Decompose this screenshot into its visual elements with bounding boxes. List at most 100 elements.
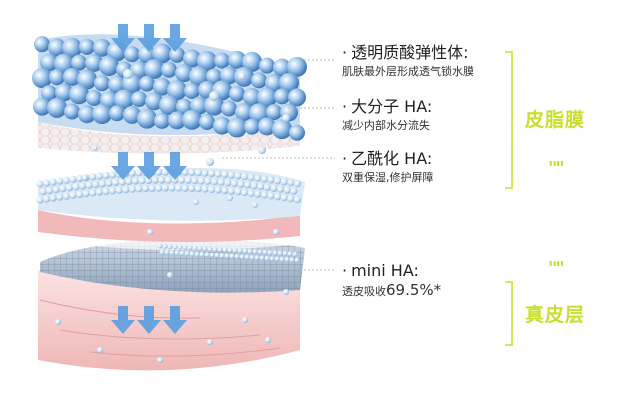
label-title: 大分子 HA: [351,97,433,116]
droplet-icon [49,194,57,202]
label-desc: 减少内部水分流失 [342,119,430,132]
droplet-icon [145,92,163,111]
quote-mark-lower: "" [548,258,565,279]
droplet-icon [95,188,103,196]
droplet-icon [293,196,301,204]
droplet-icon [266,104,282,121]
droplet-icon [167,80,187,101]
droplet-icon [204,95,224,116]
droplet-icon [227,171,235,179]
droplet-icon [184,176,192,184]
droplet-icon [148,184,156,192]
droplet-icon [287,56,307,77]
droplet-icon [227,187,235,195]
label-percentage: 69.5%* [386,281,442,299]
droplet-icon [86,90,102,107]
group-sebum-film: 皮脂膜 [525,109,586,131]
droplet-icon [92,145,98,151]
droplet-icon [34,36,50,53]
droplet-icon [109,187,117,195]
droplet-icon [277,250,283,256]
droplet-icon [273,58,291,77]
droplet-icon [287,251,293,257]
droplet-icon [172,244,178,250]
droplet-icon [56,193,64,201]
droplet-icon [283,186,291,194]
droplet-icon [124,46,140,63]
down-arrow-icon [111,152,135,180]
droplet-icon [208,169,216,178]
droplet-icon [202,246,208,252]
droplet-icon [194,169,202,177]
droplet-icon [221,186,229,195]
droplet-icon [244,181,252,189]
droplet-icon [125,177,133,186]
droplet-icon [247,189,255,197]
droplet-icon [222,247,228,253]
droplet-icon [182,245,188,250]
droplet-icon [259,57,275,74]
droplet-icon [115,186,123,194]
droplet-icon [145,176,153,184]
droplet-icon [191,176,199,185]
droplet-icon [287,195,295,203]
droplet-icon [280,194,288,202]
droplet-icon [197,245,203,251]
droplet-icon [122,186,130,194]
droplet-icon [214,52,230,69]
droplet-icon [267,192,275,200]
droplet-icon [169,250,175,256]
droplet-icon [279,256,285,262]
droplet-icon [254,190,262,198]
droplet-icon [69,191,77,199]
label-title: mini HA: [351,261,419,280]
label-acetylated-ha: ·乙酰化 HA: 双重保湿,修护屏障 [342,149,434,185]
droplet-icon [32,67,52,88]
droplet-icon [69,175,77,183]
droplet-icon [239,254,245,260]
droplet-icon [93,38,111,57]
droplet-icon [237,180,245,188]
droplet-icon [178,176,186,184]
droplet-icon [270,184,278,192]
droplet-icon [159,249,165,255]
droplet-icon [214,252,220,258]
bracket-upper [505,51,513,189]
droplet-icon [157,243,163,249]
droplet-icon [142,184,150,193]
droplet-icon [139,75,155,92]
droplet-icon [46,187,54,195]
droplet-icon [188,168,196,177]
droplet-icon [224,253,230,259]
droplet-icon [55,319,61,325]
droplet-icon [182,109,202,130]
droplet-icon [123,69,133,79]
droplet-icon [229,85,245,102]
droplet-icon [43,195,51,203]
droplet-icon [257,87,277,108]
droplet-icon [227,247,233,253]
label-mini-ha: ·mini HA: 透皮吸收69.5%* [342,261,442,299]
droplet-icon [85,53,103,72]
droplet-icon [189,66,209,87]
droplet-icon [159,95,179,116]
droplet-icon [161,61,177,78]
droplet-icon [227,117,247,138]
droplet-icon [283,289,289,295]
droplet-icon [273,229,279,235]
droplet-icon [224,179,232,187]
droplet-icon [247,173,255,181]
droplet-icon [274,256,280,262]
droplet-icon [59,185,67,193]
label-title: 乙酰化 HA: [351,149,433,168]
droplet-icon [135,169,143,177]
droplet-icon [164,249,170,255]
droplet-icon [289,257,295,263]
droplet-icon [282,114,290,122]
droplet-icon [128,169,136,177]
droplet-icon [201,169,209,177]
droplet-icon [69,84,89,105]
droplet-icon [167,272,173,278]
droplet-icon [250,182,258,190]
droplet-icon [260,175,268,183]
